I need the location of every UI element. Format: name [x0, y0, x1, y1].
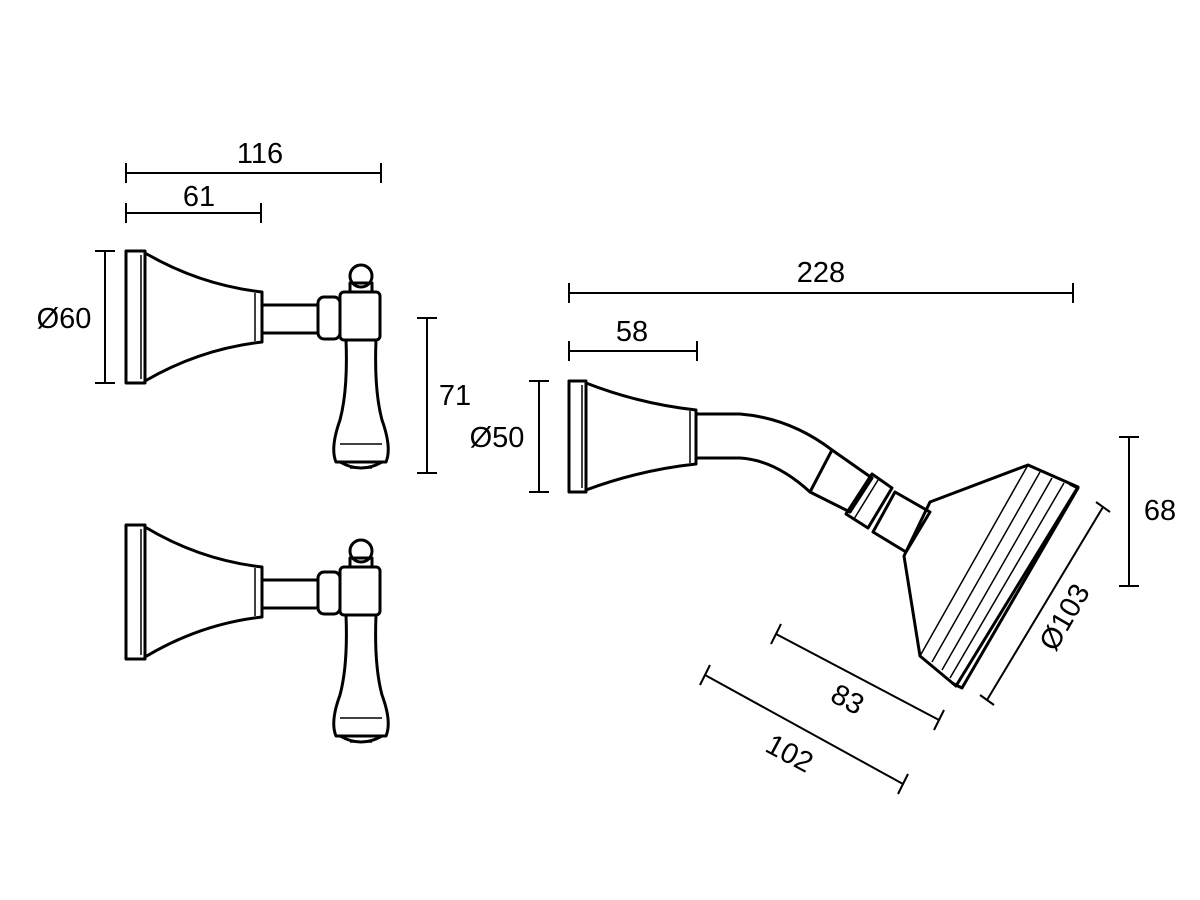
- dim-arm-flange-diameter: Ø50: [470, 422, 525, 454]
- valve-top-body: [338, 290, 382, 342]
- valve-bottom-collar: [316, 570, 342, 616]
- shower-assembly: [567, 379, 1080, 690]
- valve-top: [124, 249, 390, 470]
- dim-valve-handle-height: 71: [439, 380, 471, 412]
- dimension-lines: [95, 163, 1139, 795]
- dim-head-depth-inner: 83: [825, 678, 869, 721]
- dim-valve-flange-depth: 61: [183, 181, 215, 213]
- valve-bottom: [124, 523, 390, 744]
- valve-bottom-lever: [332, 613, 390, 738]
- dim-arm-total-length: 228: [797, 257, 845, 289]
- shower-arm-flange-cone: [584, 381, 698, 492]
- valve-top-flange-plate: [124, 249, 147, 385]
- shower-head-body: [902, 463, 1080, 688]
- valve-top-knob: [348, 263, 374, 289]
- shower-nut: [844, 472, 894, 530]
- valve-bottom-body: [338, 565, 382, 617]
- valve-bottom-flange-plate: [124, 523, 147, 661]
- dim-valve-total-length: 116: [237, 138, 283, 170]
- valve-top-lever: [332, 338, 390, 464]
- shower-arm-flange-plate: [567, 379, 588, 494]
- shower-arm-pipe-bottom: [694, 456, 812, 494]
- shower-arm-pipe-top: [694, 412, 834, 452]
- dim-valve-flange-diameter: Ø60: [37, 303, 92, 335]
- valve-top-flange-cone: [143, 251, 264, 383]
- valve-top-spindle: [260, 303, 320, 335]
- dim-head-depth-outer: 102: [760, 729, 818, 780]
- dim-head-height: 68: [1144, 495, 1176, 527]
- valve-bottom-spindle: [260, 578, 320, 610]
- shower-head-face: [952, 482, 1080, 690]
- dim-head-diameter: Ø103: [1034, 579, 1097, 656]
- valve-bottom-flange-cone: [143, 525, 264, 659]
- dimension-labels: 116 61 Ø60 71 228 58 Ø50 68 Ø103 83 102: [37, 138, 1177, 780]
- valve-bottom-knob: [348, 538, 374, 564]
- shower-arm-end: [808, 448, 874, 514]
- valve-top-collar: [316, 295, 342, 341]
- dim-arm-flange-depth: 58: [616, 316, 648, 348]
